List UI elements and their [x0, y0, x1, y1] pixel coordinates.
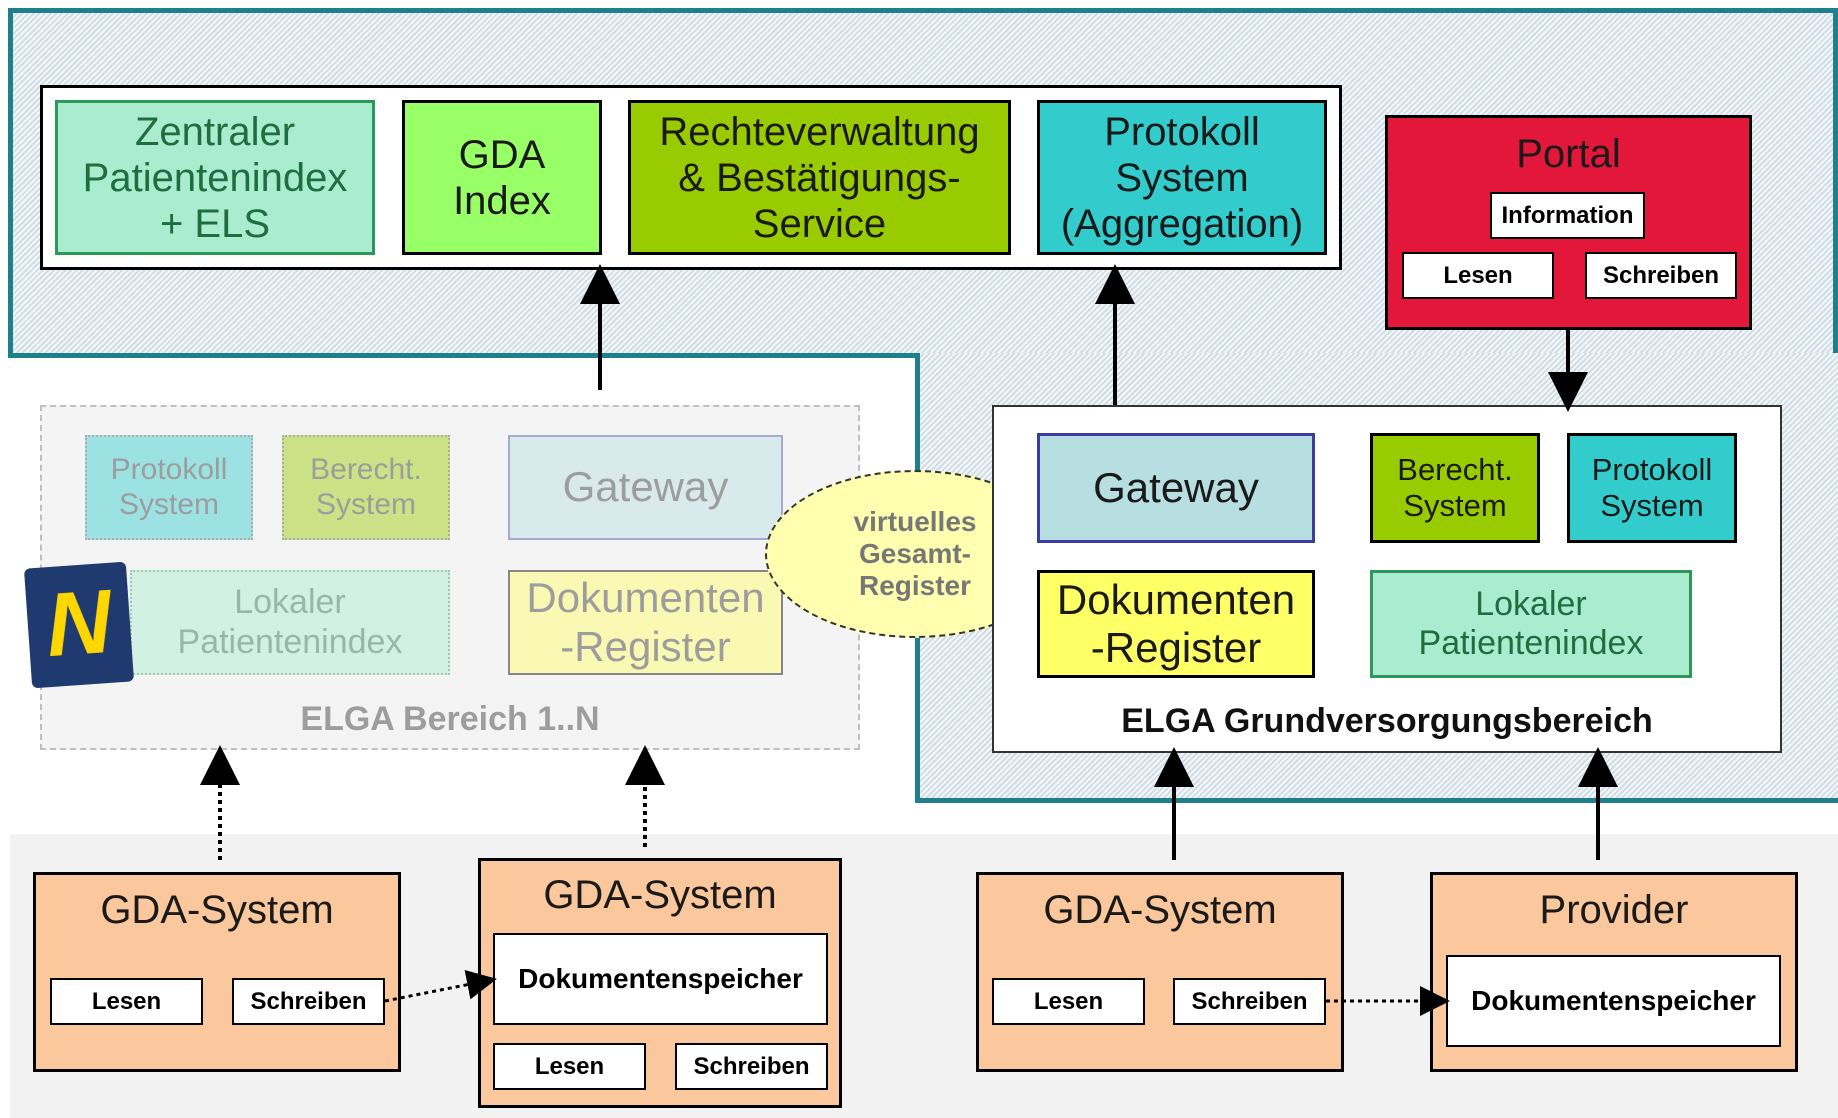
bereich-lokaler-box: Lokaler Patientenindex — [130, 570, 450, 675]
zentraler-patientenindex-box: Zentraler Patientenindex + ELS — [55, 100, 375, 255]
grund-gateway-box: Gateway — [1037, 433, 1315, 543]
grund-lokaler-box: Lokaler Patientenindex — [1370, 570, 1692, 678]
gda-system-3 — [976, 872, 1344, 1072]
gda-system-1-title: GDA-System — [100, 888, 334, 932]
portal-title: Portal — [1516, 132, 1621, 176]
provider-title: Provider — [1539, 888, 1689, 932]
arrow-gda1-schreiben-to-speicher — [384, 969, 497, 1003]
gda-system-2-dokumentenspeicher: Dokumentenspeicher — [493, 933, 828, 1025]
protokoll-aggregation-box: Protokoll System (Aggregation) — [1037, 100, 1327, 255]
bereich-protokoll-box: Protokoll System — [85, 435, 253, 540]
gda-system-2-lesen[interactable]: Lesen — [493, 1043, 646, 1090]
gda-system-3-schreiben[interactable]: Schreiben — [1173, 978, 1326, 1025]
grund-berecht-box: Berecht. System — [1370, 433, 1540, 543]
gda-system-1-schreiben[interactable]: Schreiben — [232, 978, 385, 1025]
gda-index-box: GDA Index — [402, 100, 602, 255]
elga-bereich-frame — [40, 405, 860, 750]
bereich-label: ELGA Bereich 1..N — [300, 700, 600, 739]
central-zone-step — [8, 353, 920, 358]
provider-dokumentenspeicher: Dokumentenspeicher — [1446, 955, 1781, 1047]
portal-information[interactable]: Information — [1490, 192, 1645, 239]
gda-system-1 — [33, 872, 401, 1072]
gda-system-1-lesen[interactable]: Lesen — [50, 978, 203, 1025]
rechteverwaltung-box: Rechteverwaltung & Bestätigungs- Service — [628, 100, 1011, 255]
gda-system-2-title: GDA-System — [543, 873, 777, 917]
gda-system-3-title: GDA-System — [1043, 888, 1277, 932]
bereich-gateway-box: Gateway — [508, 435, 783, 540]
bereich-dokumenten-box: Dokumenten -Register — [508, 570, 783, 675]
gda-system-3-lesen[interactable]: Lesen — [992, 978, 1145, 1025]
grund-label: ELGA Grundversorgungsbereich — [1121, 702, 1653, 741]
portal-schreiben-button[interactable]: Schreiben — [1585, 252, 1737, 299]
grund-dokumenten-box: Dokumenten -Register — [1037, 570, 1315, 678]
grund-protokoll-box: Protokoll System — [1567, 433, 1737, 543]
portal-lesen-button[interactable]: Lesen — [1402, 252, 1554, 299]
gda-system-2-schreiben[interactable]: Schreiben — [675, 1043, 828, 1090]
bereich-berecht-box: Berecht. System — [282, 435, 450, 540]
